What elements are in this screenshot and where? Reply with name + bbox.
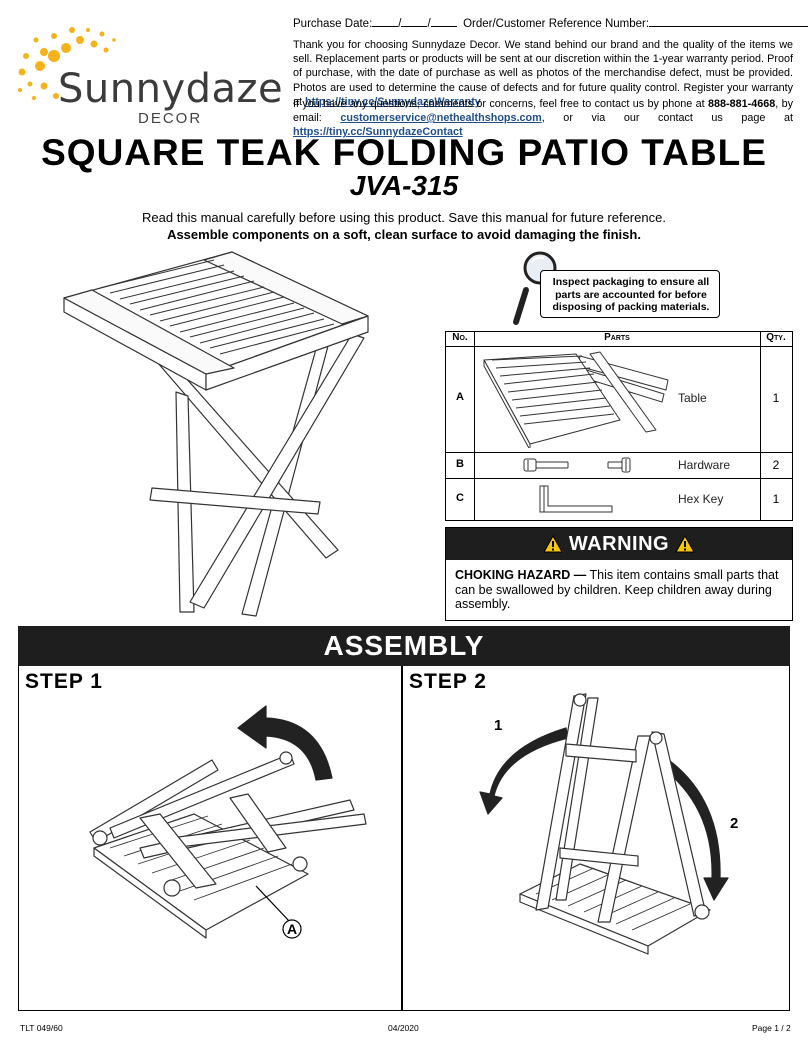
warning-text: CHOKING HAZARD — This item contains smal… [455, 568, 785, 612]
step-1-illustration: A [89, 705, 367, 939]
brand-name: Sunnydaze [58, 66, 284, 112]
header-qty: Qty. [766, 332, 786, 343]
rotate-arrow-icon [237, 705, 333, 781]
brand-logo: Sunnydaze DECOR [14, 26, 286, 127]
intro-paragraph: Thank you for choosing Sunnydaze Decor. … [293, 38, 793, 109]
warning-icon [675, 535, 695, 553]
contact-mid-1: , by email: [293, 98, 794, 125]
header-no: No. [452, 332, 468, 343]
model-number: JVA-315 [349, 170, 459, 201]
col-divider [760, 332, 761, 520]
callout-circle-a [282, 919, 302, 939]
warning-header: WARNING [446, 528, 792, 560]
page-title: SQUARE TEAK FOLDING PATIO TABLE [41, 132, 767, 173]
warranty-link[interactable]: https://tiny.cc/SunnydazeWarranty [305, 95, 481, 108]
purchase-day-blank [401, 16, 428, 27]
warning-body: This item contains small parts that can … [455, 568, 779, 611]
email-link[interactable]: customerservice@nethealthshops.com [340, 112, 542, 125]
step-2-label: STEP 2 [409, 670, 487, 693]
assembly-heading: ASSEMBLY [18, 626, 790, 666]
purchase-month-blank [372, 16, 399, 27]
col-divider [474, 332, 475, 520]
arrow-1-icon [479, 727, 569, 815]
row-divider [446, 346, 792, 347]
contact-mid-2: , or via our contact us page at [541, 112, 793, 125]
warning-box: WARNING CHOKING HAZARD — This item conta… [445, 527, 793, 621]
part-qty-b: 2 [772, 458, 780, 472]
choking-hazard-label: CHOKING HAZARD — [455, 568, 587, 582]
footer-page: Page 1 / 2 [752, 1023, 791, 1033]
arrow-1-label: 1 [494, 717, 502, 734]
footer-code: TLT 049/60 [20, 1023, 63, 1033]
order-label: Order/Customer Reference Number: [463, 18, 650, 30]
callout-line [255, 885, 291, 923]
warning-icon [543, 535, 563, 553]
step-divider [401, 666, 403, 1011]
step-1-label: STEP 1 [25, 670, 103, 693]
header-parts: Parts [604, 332, 630, 343]
part-hardware-illustration [523, 457, 631, 473]
part-table-illustration [483, 351, 669, 448]
purchase-year-blank [430, 16, 457, 27]
part-letter-a: A [456, 391, 464, 403]
parts-table: No. Parts Qty. A Table 1 B [445, 331, 793, 521]
assemble-instruction: Assemble components on a soft, clean sur… [167, 227, 641, 242]
read-instruction: Read this manual carefully before using … [142, 210, 666, 225]
brand-sub: DECOR [138, 110, 203, 127]
part-qty-a: 1 [772, 391, 780, 405]
part-letter-b: B [456, 458, 464, 470]
purchase-date-label: Purchase Date: [293, 18, 373, 30]
purchase-info-line: Purchase Date:// Order/Customer Referenc… [293, 16, 808, 30]
phone-number: 888-881-4668 [708, 98, 776, 110]
footer-date: 04/2020 [388, 1023, 419, 1033]
part-name-c: Hex Key [678, 492, 724, 506]
contact-link[interactable]: https://tiny.cc/SunnydazeContact [293, 126, 463, 139]
part-name-b: Hardware [678, 458, 731, 472]
row-divider [446, 452, 792, 453]
arrow-2-label: 2 [730, 815, 738, 832]
contact-prefix: If you have any questions, comments or c… [293, 98, 705, 110]
intro-text: Thank you for choosing Sunnydaze Decor. … [293, 39, 793, 108]
step-2-illustration: 1 2 [479, 693, 738, 955]
folding-table-illustration [63, 251, 369, 617]
part-qty-c: 1 [772, 492, 780, 506]
steps-frame [18, 666, 790, 1011]
hex-key-icon [539, 485, 613, 513]
part-letter-c: C [456, 492, 464, 504]
inspect-callout: Inspect packaging to ensure all parts ar… [540, 270, 720, 318]
contact-paragraph: If you have any questions, comments or c… [293, 97, 793, 140]
arrow-2-icon [659, 757, 729, 901]
row-divider [446, 478, 792, 479]
sun-icon [18, 27, 116, 100]
part-name-a: Table [678, 391, 707, 405]
callout-a-label: A [287, 921, 297, 937]
order-number-blank [649, 16, 808, 27]
inspect-text: Inspect packaging to ensure all parts ar… [552, 276, 710, 313]
warning-title: WARNING [568, 533, 670, 555]
